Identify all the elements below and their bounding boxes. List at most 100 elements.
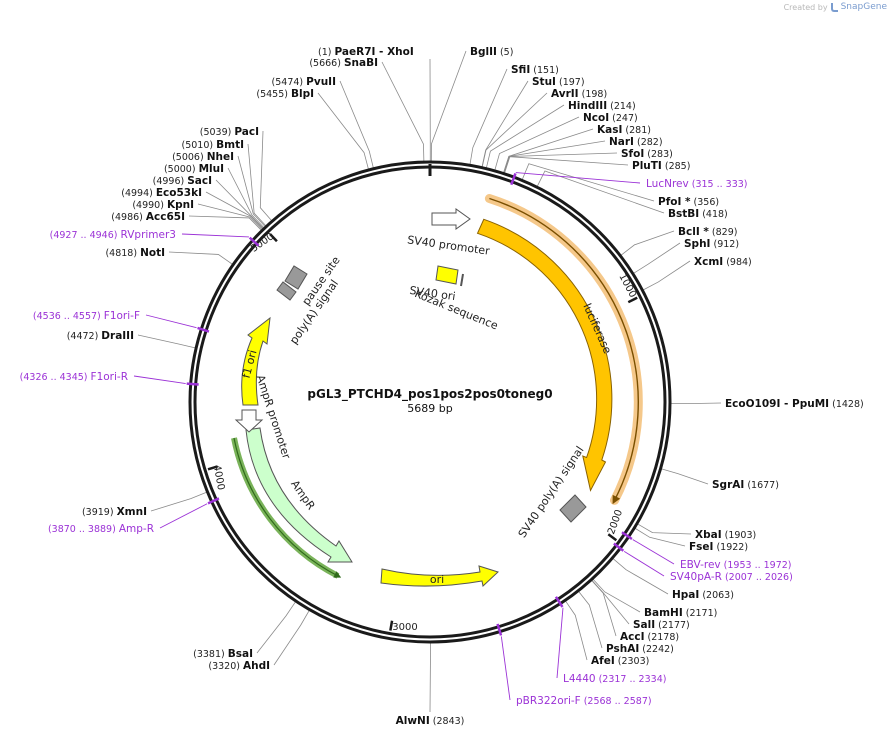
- primer-name: LucNrev: [646, 178, 689, 190]
- primer-name: pBR322ori-F: [516, 695, 581, 707]
- feature-label-sv40-ori: SV40 ori: [409, 284, 457, 303]
- site-labels: (1) PaeR7I - XhoI(5666) SnaBI(5474) PvuI…: [20, 46, 864, 727]
- enzyme-line-bamhi: [592, 579, 641, 613]
- primer-label-l4440: L4440 (2317 .. 2334): [563, 673, 666, 685]
- primer-mark-l4440: [554, 596, 564, 608]
- enzyme-line-mlui: [227, 167, 265, 228]
- enzyme-name: AhdI: [243, 660, 270, 672]
- enzyme-pos: (4994): [121, 188, 156, 199]
- enzyme-label-pvuii: (5474) PvuII: [272, 76, 336, 88]
- enzyme-name: SgrAI: [712, 479, 744, 491]
- enzyme-label-draiii: (4472) DraIII: [67, 330, 134, 342]
- primer-label-f1ori-r: (4326 .. 4345) F1ori-R: [20, 371, 128, 383]
- enzyme-label-alwni: AlwNI (2843): [396, 715, 465, 727]
- enzyme-line-avrii: [481, 92, 548, 167]
- enzyme-pos: (2843): [430, 716, 465, 727]
- enzyme-name: PluTI: [632, 160, 662, 172]
- primer-connector-lines: [133, 172, 675, 701]
- tick-label-4000: 4000: [211, 464, 226, 491]
- enzyme-line-sgrai: [661, 468, 709, 485]
- enzyme-pos: (214): [607, 101, 636, 112]
- enzyme-line-fsei: [635, 528, 686, 547]
- enzyme-line-bglii: [430, 50, 467, 162]
- enzyme-pos: (5010): [182, 140, 217, 151]
- enzyme-line-hpai: [612, 558, 669, 595]
- plasmid-name: pGL3_PTCHD4_pos1pos2pos0toneg0: [307, 387, 552, 402]
- primer-name: F1ori-R: [91, 371, 128, 383]
- enzyme-pos: (4818): [105, 248, 140, 259]
- enzyme-label-xbai: XbaI (1903): [695, 529, 756, 541]
- enzyme-label-fsei: FseI (1922): [689, 541, 748, 553]
- enzyme-label-nari: NarI (282): [609, 136, 663, 148]
- enzyme-name: SphI: [684, 238, 710, 250]
- enzyme-pos: (3919): [82, 507, 117, 518]
- enzyme-pos: (5039): [200, 127, 235, 138]
- enzyme-pos: (4472): [67, 331, 102, 342]
- enzyme-pos: (3381): [193, 649, 228, 660]
- enzyme-line-bsai: [256, 601, 296, 654]
- enzyme-label-noti: (4818) NotI: [105, 247, 165, 259]
- enzyme-label-acci: AccI (2178): [620, 631, 679, 643]
- enzyme-pos: (2303): [615, 656, 650, 667]
- enzyme-name: HindIII: [568, 100, 607, 112]
- enzyme-name: NcoI: [583, 112, 609, 124]
- primer-line-amp-r: [159, 503, 208, 529]
- enzyme-line-ahdi: [273, 610, 310, 666]
- tick-mark-4000: [207, 465, 218, 471]
- enzyme-pos: (1): [318, 47, 334, 58]
- enzyme-pos: (5474): [272, 77, 307, 88]
- enzyme-label-ecoo109i: EcoO109I - PpuMI (1428): [725, 398, 864, 410]
- primer-line-l4440: [556, 607, 564, 679]
- enzyme-name2: - PpuMI: [780, 398, 829, 410]
- enzyme-label-snabi: (5666) SnaBI: [309, 57, 378, 69]
- enzyme-name: SnaBI: [344, 57, 378, 69]
- pause-site-box: [284, 265, 308, 290]
- enzyme-line-snabi: [381, 61, 425, 162]
- enzyme-line-xbai: [637, 523, 692, 535]
- credit-brand: SnapGene: [840, 2, 887, 12]
- primer-line-f1ori-r: [133, 375, 186, 384]
- enzyme-name: XmnI: [117, 506, 147, 518]
- kozak-mark: [460, 273, 464, 287]
- enzyme-line-paci: [259, 130, 272, 221]
- enzyme-pos: (5006): [172, 152, 207, 163]
- enzyme-pos: (5000): [164, 164, 199, 175]
- enzyme-label-sfii: SfiI (151): [511, 64, 559, 76]
- enzyme-name: SfoI: [621, 148, 644, 160]
- polya-signal-box: [276, 281, 297, 301]
- enzyme-pos: (198): [579, 89, 608, 100]
- enzyme-name: NarI: [609, 136, 634, 148]
- primer-range: (4536 .. 4557): [33, 311, 104, 322]
- enzyme-label-bcli: BclI * (829): [678, 226, 737, 238]
- enzyme-name: KpnI: [167, 199, 194, 211]
- sv40-ori-box: [435, 265, 459, 285]
- enzyme-name: PvuII: [306, 76, 336, 88]
- enzyme-label-pshai: PshAI (2242): [606, 643, 674, 655]
- primer-mark-sv40pa-r: [613, 542, 625, 552]
- enzyme-pos: (4986): [111, 212, 146, 223]
- enzyme-name: BmtI: [216, 139, 244, 151]
- enzyme-line-eco53ki: [205, 191, 263, 229]
- f1-ori-arrow: [241, 316, 271, 406]
- primer-label-pbr322ori-f: pBR322ori-F (2568 .. 2587): [516, 695, 652, 707]
- primer-range: (2568 .. 2587): [581, 696, 652, 707]
- enzyme-name: BstBI: [668, 208, 699, 220]
- enzyme-label-ncoi: NcoI (247): [583, 112, 638, 124]
- enzyme-name: AlwNI: [396, 715, 430, 727]
- enzyme-name: NheI: [207, 151, 234, 163]
- enzyme-pos: (356): [691, 197, 720, 208]
- enzyme-label-blpi: (5455) BlpI: [256, 88, 314, 100]
- enzyme-label-kasi: KasI (281): [597, 124, 651, 136]
- primer-line-f1ori-f: [145, 314, 197, 329]
- enzyme-pos: (151): [530, 65, 559, 76]
- enzyme-line-sfii: [469, 68, 508, 165]
- enzyme-label-sali: SalI (2177): [633, 619, 690, 631]
- enzyme-label-sphi: SphI (912): [684, 238, 739, 250]
- enzyme-label-bsai: (3381) BsaI: [193, 648, 253, 660]
- enzyme-label-hpai: HpaI (2063): [672, 589, 734, 601]
- enzyme-connector-lines: [137, 50, 722, 713]
- primer-name: SV40pA-R: [670, 571, 722, 583]
- primer-mark-amp-r: [207, 497, 220, 505]
- enzyme-pos: (2242): [639, 644, 674, 655]
